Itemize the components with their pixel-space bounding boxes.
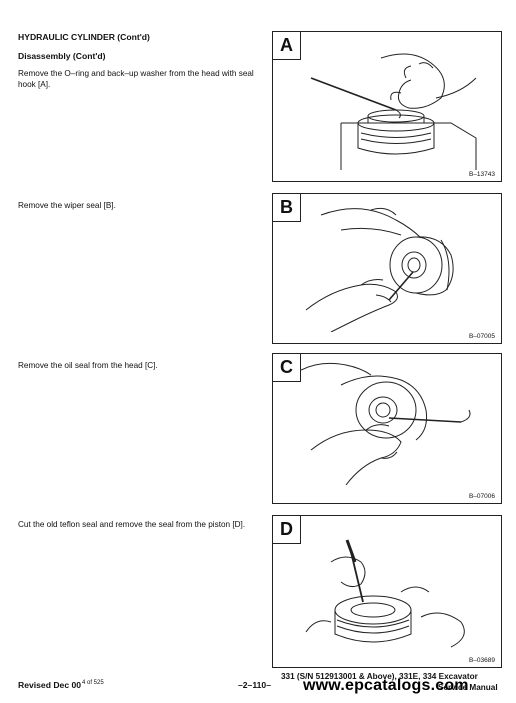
figure-letter-a: A [273, 32, 301, 60]
figure-letter-b: B [273, 194, 301, 222]
step-b-text: Remove the wiper seal [B]. [18, 201, 116, 210]
figure-panel-c: C B–07006 [272, 353, 502, 504]
footer-page-number: –2–110– [238, 680, 271, 690]
step-d-text: Cut the old teflon seal and remove the s… [18, 520, 246, 529]
figure-panel-a: A B–13743 [272, 31, 502, 182]
figure-letter-d: D [273, 516, 301, 544]
step-c-text: Remove the oil seal from the head [C]. [18, 361, 158, 370]
figure-d-illustration [305, 539, 465, 648]
figure-panel-d: D B–03689 [272, 515, 502, 668]
section-subtitle: Disassembly (Cont'd) [18, 51, 106, 61]
figure-panel-b: B B–07005 [272, 193, 502, 344]
figure-code-a: B–13743 [468, 171, 495, 178]
footer-page-ref: 4 of 525 [82, 680, 104, 686]
section-title: HYDRAULIC CYLINDER (Cont'd) [18, 32, 150, 42]
figure-code-b: B–07005 [468, 333, 495, 340]
footer-revised: Revised Dec 00 [18, 680, 82, 690]
footer-model-line2: Service Manual [438, 683, 498, 692]
footer-model-line1: 331 (S/N 512913001 & Above), 331E, 334 E… [281, 672, 478, 681]
step-a-text: Remove the O–ring and back–up washer fro… [18, 69, 254, 89]
figure-a-illustration [310, 53, 477, 170]
figure-c-illustration [301, 362, 471, 486]
figure-letter-c: C [273, 354, 301, 382]
figure-code-c: B–07006 [468, 493, 495, 500]
footer-watermark: www.epcatalogs.com [303, 677, 469, 694]
figure-code-d: B–03689 [468, 657, 495, 664]
figure-b-illustration [305, 207, 454, 332]
